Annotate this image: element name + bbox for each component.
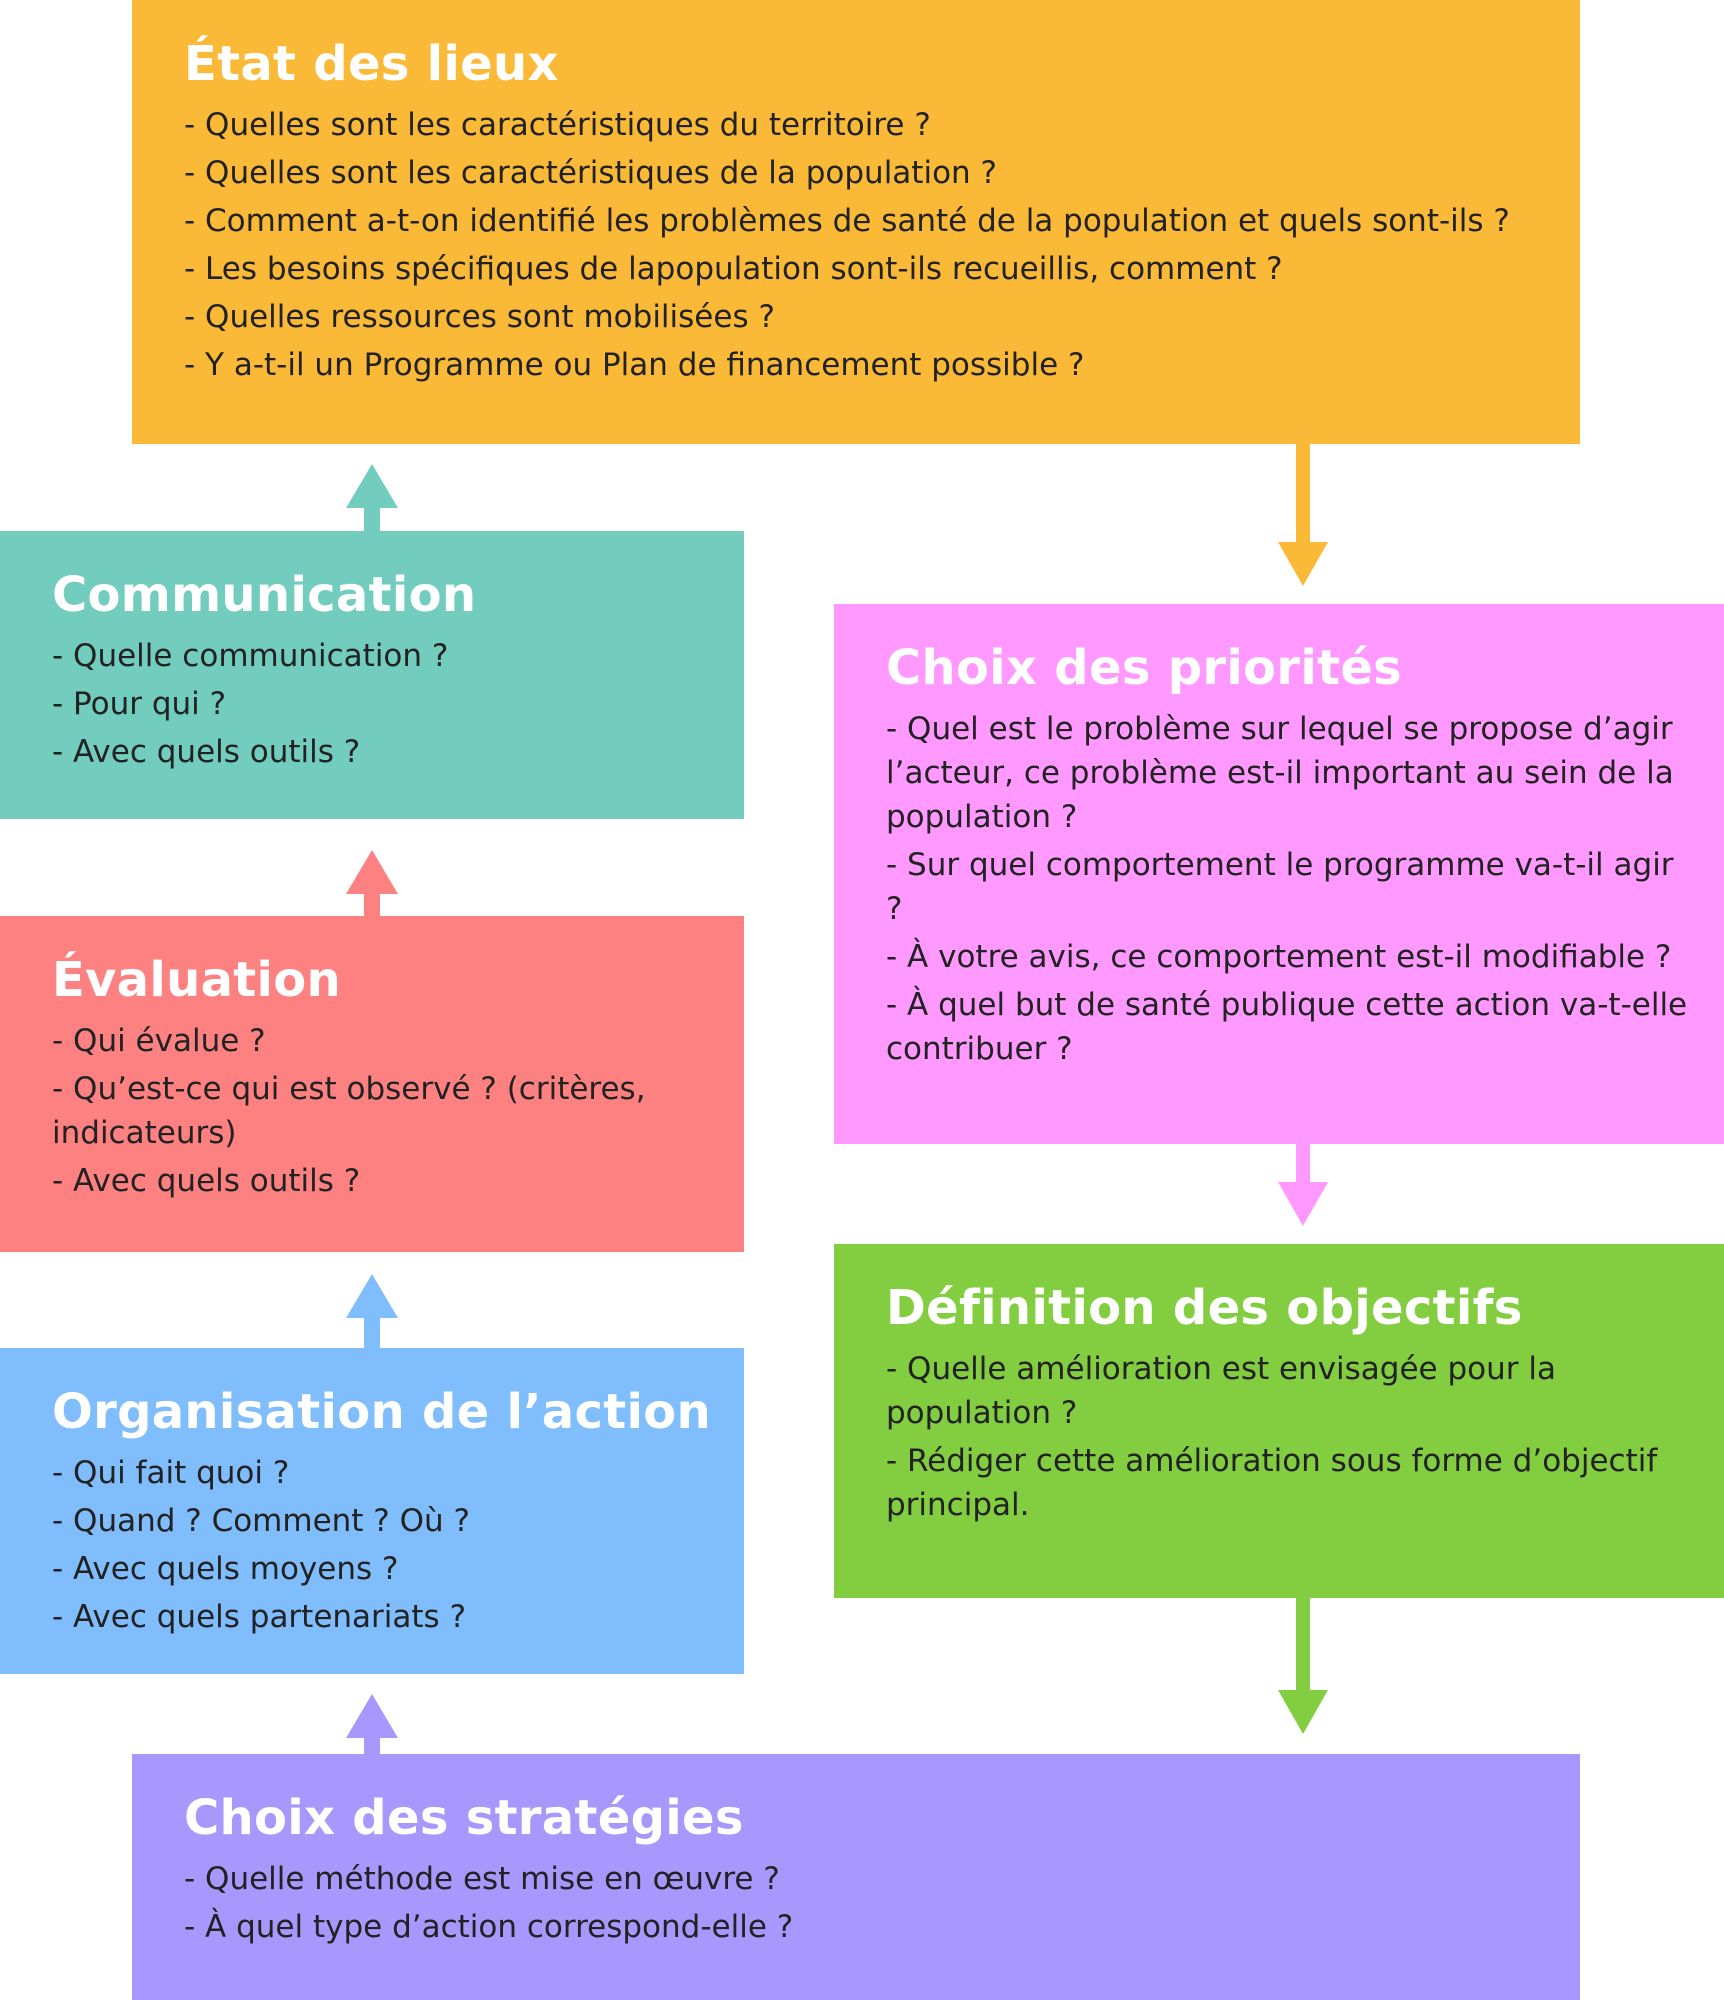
list-item: - Quelles sont les caractéristiques du t… xyxy=(184,106,931,143)
etat-des-lieux-title: État des lieux xyxy=(184,36,559,92)
arrow-up-strategies-to-organisation-icon xyxy=(346,1694,398,1756)
list-item: - Qui fait quoi ? xyxy=(52,1454,290,1491)
list-item: - Avec quels outils ? xyxy=(52,733,361,770)
choix-strategies-box: Choix des stratégies - Quelle méthode es… xyxy=(132,1754,1580,2000)
list-item: - À quel but de santé publique cette act… xyxy=(886,986,1688,1067)
list-item: - Avec quels outils ? xyxy=(52,1162,361,1199)
communication-list: - Quelle communication ? - Pour qui ? - … xyxy=(52,634,714,774)
definition-objectifs-title: Définition des objectifs xyxy=(886,1280,1523,1336)
etat-des-lieux-list: - Quelles sont les caractéristiques du t… xyxy=(184,103,1550,387)
list-item: - Comment a-t-on identifié les problèmes… xyxy=(184,202,1510,239)
choix-strategies-list: - Quelle méthode est mise en œuvre ? - À… xyxy=(184,1857,1550,1949)
list-item: - Quelle communication ? xyxy=(52,637,449,674)
organisation-box: Organisation de l’action - Qui fait quoi… xyxy=(0,1348,744,1674)
list-item: - Les besoins spécifiques de lapopulatio… xyxy=(184,250,1283,287)
list-item: - Rédiger cette amélioration sous forme … xyxy=(886,1442,1658,1523)
choix-priorites-list: - Quel est le problème sur lequel se pro… xyxy=(886,707,1694,1071)
communication-box: Communication - Quelle communication ? -… xyxy=(0,531,744,819)
arrow-down-priorites-to-objectifs-icon xyxy=(1278,1144,1328,1226)
list-item: - Pour qui ? xyxy=(52,685,227,722)
organisation-title: Organisation de l’action xyxy=(52,1384,711,1440)
list-item: - Quelle méthode est mise en œuvre ? xyxy=(184,1860,780,1897)
etat-des-lieux-box: État des lieux - Quelles sont les caract… xyxy=(132,0,1580,444)
definition-objectifs-box: Définition des objectifs - Quelle amélio… xyxy=(834,1244,1724,1598)
list-item: - À quel type d’action correspond-elle ? xyxy=(184,1908,794,1945)
evaluation-list: - Qui évalue ? - Qu’est-ce qui est obser… xyxy=(52,1019,714,1203)
list-item: - Quelles sont les caractéristiques de l… xyxy=(184,154,997,191)
list-item: - Quel est le problème sur lequel se pro… xyxy=(886,710,1674,835)
list-item: - Avec quels moyens ? xyxy=(52,1550,399,1587)
list-item: - Y a-t-il un Programme ou Plan de finan… xyxy=(184,346,1085,383)
arrow-up-organisation-to-evaluation-icon xyxy=(346,1274,398,1350)
list-item: - Qui évalue ? xyxy=(52,1022,266,1059)
evaluation-box: Évaluation - Qui évalue ? - Qu’est-ce qu… xyxy=(0,916,744,1252)
choix-priorites-title: Choix des priorités xyxy=(886,640,1403,696)
definition-objectifs-list: - Quelle amélioration est envisagée pour… xyxy=(886,1347,1694,1527)
list-item: - Quelle amélioration est envisagée pour… xyxy=(886,1350,1556,1431)
arrow-down-objectifs-to-strategies-icon xyxy=(1278,1598,1328,1734)
arrow-up-evaluation-to-communication-icon xyxy=(346,850,398,918)
arrow-up-communication-to-etat-icon xyxy=(346,464,398,532)
organisation-list: - Qui fait quoi ? - Quand ? Comment ? Où… xyxy=(52,1451,714,1639)
list-item: - Qu’est-ce qui est observé ? (critères,… xyxy=(52,1070,646,1151)
arrow-down-etat-to-priorites-icon xyxy=(1278,444,1328,586)
evaluation-title: Évaluation xyxy=(52,952,342,1008)
list-item: - Quelles ressources sont mobilisées ? xyxy=(184,298,775,335)
choix-priorites-box: Choix des priorités - Quel est le problè… xyxy=(834,604,1724,1144)
communication-title: Communication xyxy=(52,567,477,623)
list-item: - Quand ? Comment ? Où ? xyxy=(52,1502,470,1539)
list-item: - Sur quel comportement le programme va-… xyxy=(886,846,1674,927)
list-item: - À votre avis, ce comportement est-il m… xyxy=(886,938,1672,975)
list-item: - Avec quels partenariats ? xyxy=(52,1598,467,1635)
choix-strategies-title: Choix des stratégies xyxy=(184,1790,744,1846)
